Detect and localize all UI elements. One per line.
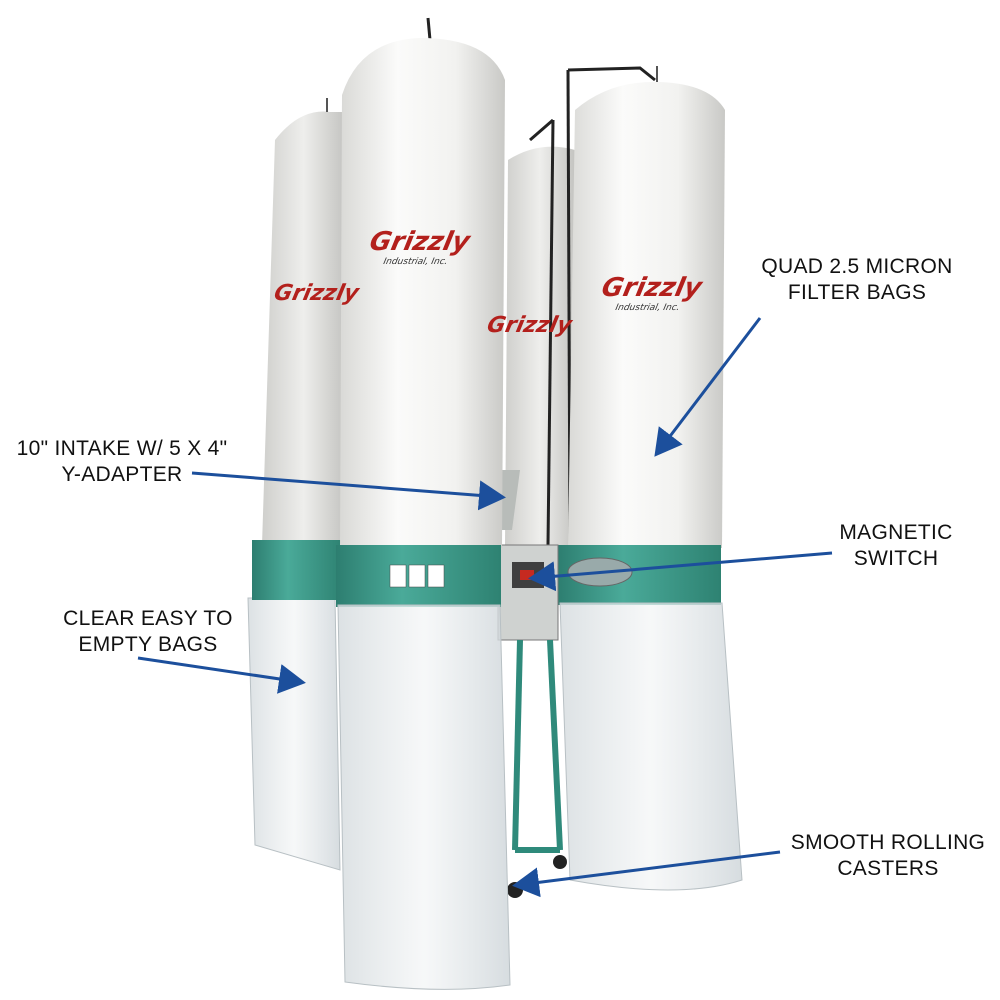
arrow-filter-bags [654, 317, 762, 457]
brand-logo-text: Grizzly [599, 273, 706, 303]
callout-clear-bags-line2: EMPTY BAGS [78, 633, 218, 656]
callout-intake-line2: Y-ADAPTER [61, 463, 183, 486]
callout-magnetic-switch-line1: MAGNETIC [839, 521, 953, 544]
arrow-clear-bags [137, 656, 306, 694]
callout-intake: 10" INTAKE W/ 5 X 4" Y-ADAPTER [4, 436, 240, 488]
callout-magnetic-switch: MAGNETIC SWITCH [828, 520, 964, 572]
brand-logo-text: Grizzly [485, 312, 576, 338]
brand-logo-subtitle: Industrial, Inc. [614, 303, 680, 313]
stand-frame [512, 639, 563, 853]
brand-logo-right-bag: Grizzly Industrial, Inc. [599, 273, 706, 313]
arrow-casters [512, 850, 781, 898]
brand-logo-back-right-bag: Grizzly [485, 312, 576, 338]
callout-clear-bags-line1: CLEAR EASY TO [63, 607, 233, 630]
brand-logo-center-bag: Grizzly Industrial, Inc. [367, 227, 474, 267]
front-right-clear-bag [559, 602, 743, 891]
front-center-filter-bag [340, 38, 505, 548]
callout-casters-line2: CASTERS [837, 857, 939, 880]
callout-casters: SMOOTH ROLLING CASTERS [780, 830, 996, 882]
warning-labels [389, 564, 445, 588]
callout-casters-line1: SMOOTH ROLLING [790, 831, 986, 854]
back-left-clear-bag [247, 597, 341, 871]
arrow-magnetic-switch [528, 551, 833, 592]
back-right-filter-bag [505, 146, 575, 545]
caster-wheels [507, 855, 567, 898]
brand-logo-text: Grizzly [272, 280, 363, 306]
arrow-intake [191, 471, 506, 511]
callout-filter-bags-line1: QUAD 2.5 MICRON [761, 255, 953, 278]
front-center-clear-bag [337, 604, 511, 990]
callout-filter-bags-line2: FILTER BAGS [787, 281, 927, 304]
callout-magnetic-switch-line2: SWITCH [853, 547, 939, 570]
brand-logo-text: Grizzly [367, 227, 474, 257]
callout-intake-line1: 10" INTAKE W/ 5 X 4" [16, 437, 228, 460]
callout-filter-bags: QUAD 2.5 MICRON FILTER BAGS [749, 254, 965, 306]
callout-arrows [137, 317, 833, 898]
front-right-filter-bag [568, 66, 725, 548]
motor-and-switch-housing [497, 470, 559, 641]
brand-logo-back-left-bag: Grizzly [272, 280, 363, 306]
callout-clear-bags: CLEAR EASY TO EMPTY BAGS [58, 606, 238, 658]
back-left-filter-bag [262, 98, 345, 546]
back-left-collar [252, 540, 342, 600]
brand-logo-subtitle: Industrial, Inc. [382, 257, 448, 267]
